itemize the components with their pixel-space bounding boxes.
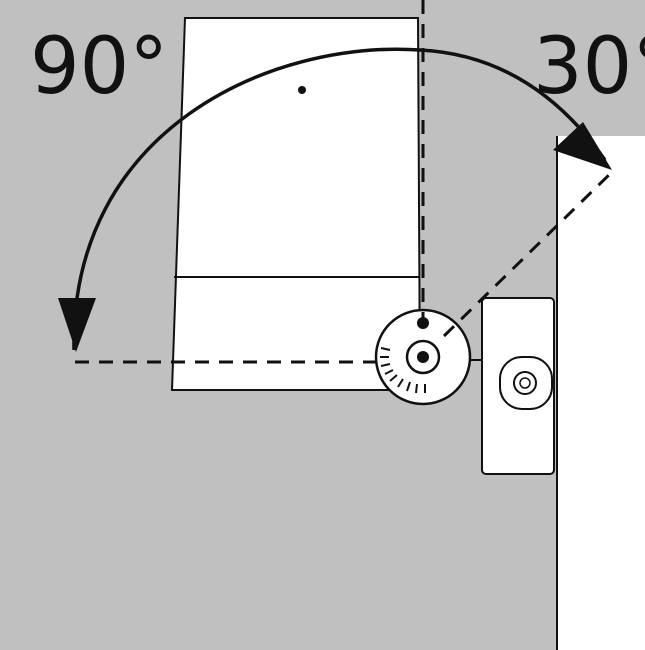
angle-label-90: 90° bbox=[30, 22, 168, 112]
hub-scale-ticks bbox=[380, 347, 426, 394]
fixture-dot bbox=[298, 86, 306, 94]
hub-center-inner bbox=[417, 351, 429, 363]
arrowhead-left bbox=[58, 298, 96, 352]
arrowhead-right bbox=[553, 122, 612, 170]
wall bbox=[557, 136, 645, 650]
angle-label-30: 30° bbox=[533, 22, 645, 112]
reference-line-30 bbox=[442, 170, 614, 338]
rotation-arc bbox=[72, 47, 607, 351]
bracket-screw-inner bbox=[519, 377, 531, 389]
